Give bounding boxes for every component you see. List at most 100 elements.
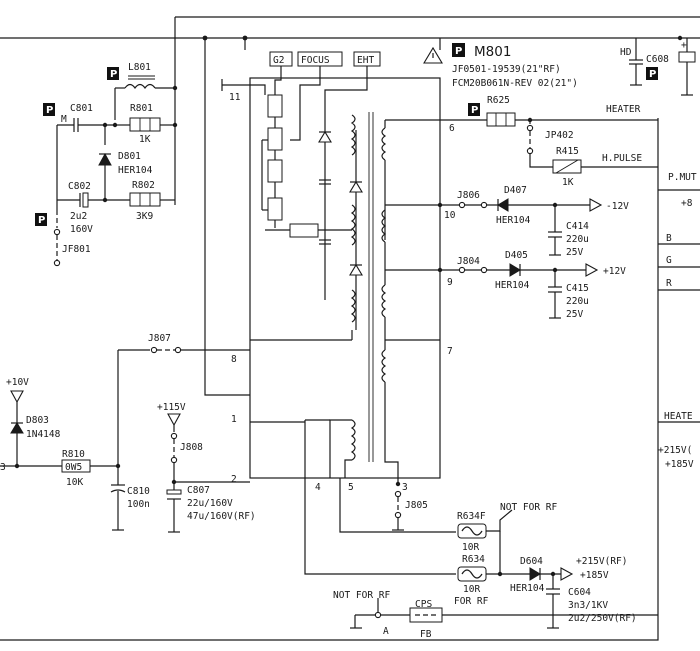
focus-pot: [267, 127, 283, 151]
plus12-label: +12V: [603, 266, 626, 277]
plus10-arrow: [10, 390, 24, 404]
hd-label: HD: [620, 47, 632, 58]
jf801-label: JF801: [62, 244, 91, 255]
focus-label: FOCUS: [301, 55, 330, 66]
d803-value: 1N4148: [26, 429, 61, 440]
not-for-rf-2: NOT FOR RF: [333, 590, 390, 601]
jp402-label: JP402: [545, 130, 574, 141]
d604-value: HER104: [510, 583, 545, 594]
c807-ref: C807: [187, 485, 210, 496]
frame-wires: [0, 16, 700, 641]
minus12-rail: J806 D407 HER104 -12V C414 220u 25V: [437, 185, 629, 258]
c802-value: 2u2: [70, 211, 87, 222]
d407-ref: D407: [504, 185, 527, 196]
b-net: B: [666, 233, 672, 244]
pin-8: 8: [231, 354, 237, 365]
hv-diode-1: [318, 130, 332, 143]
c415-ref: C415: [566, 283, 589, 294]
g2-label: G2: [273, 55, 284, 66]
d801-value: HER104: [118, 165, 153, 176]
r634-ref: R634: [462, 554, 485, 565]
j808-label: J808: [180, 442, 203, 453]
c810-value: 100n: [127, 499, 150, 510]
svg-text:P: P: [110, 69, 117, 80]
divider-resistor-2: [267, 159, 283, 183]
r810-ref: R810: [62, 449, 85, 460]
c414-ref: C414: [566, 221, 589, 232]
pin-7: 7: [447, 346, 453, 357]
d803-diode: [10, 422, 24, 434]
cps-ref: CPS: [415, 599, 432, 610]
r801-value: 1K: [139, 134, 151, 145]
eht-label: EHT: [357, 55, 374, 66]
c801-label: C801: [70, 103, 93, 114]
p-badge-c608: [646, 67, 658, 80]
l801-label: L801: [128, 62, 151, 73]
c414-rating: 25V: [566, 247, 583, 258]
d407-diode: [497, 198, 509, 212]
d801-ref: D801: [118, 151, 141, 162]
plus115-label: +115V: [157, 402, 186, 413]
c415-value: 220u: [566, 296, 589, 307]
c604-ref: C604: [568, 587, 591, 598]
fbt-module: G2 FOCUS EHT: [221, 51, 456, 493]
divider-resistor-1: [267, 94, 283, 118]
j804-label: J804: [457, 256, 480, 267]
c807-value: 22u/160V: [187, 498, 233, 509]
module-part-2: FCM20B061N-REV 02(21"): [452, 78, 578, 89]
r810-body: 0W5: [65, 462, 82, 473]
v215-partial: +215V(: [658, 445, 692, 456]
svg-text:P: P: [649, 69, 656, 80]
svg-text:P: P: [38, 215, 45, 226]
pin-2: 2: [231, 474, 237, 485]
minus12-arrow: [589, 198, 603, 212]
plus185-arrow: [560, 567, 574, 581]
r634-value: 10R: [463, 584, 480, 595]
r802-value: 3K9: [136, 211, 153, 222]
hpulse-net: H.PULSE: [602, 153, 642, 164]
node-a-label: A: [383, 626, 389, 637]
input-network: L801 P P M C801 R801 1K D801 HER104 C802: [35, 35, 248, 267]
bleeder-resistor: [289, 223, 319, 238]
r634f-ref: R634F: [457, 511, 486, 522]
minus12-label: -12V: [606, 201, 629, 212]
plus12-arrow: [585, 263, 599, 277]
g2-pot: [267, 197, 283, 221]
j807-label: J807: [148, 333, 171, 344]
r415-value: 1K: [562, 177, 574, 188]
p-badge-module: [452, 43, 465, 57]
plus12-coil: [381, 284, 387, 318]
c802-rating: 160V: [70, 224, 93, 235]
r415-ref: R415: [556, 146, 579, 157]
r634-note: FOR RF: [454, 596, 489, 607]
d604-diode: [529, 567, 541, 581]
plus215rf-label: +215V(RF): [576, 556, 627, 567]
d604-ref: D604: [520, 556, 543, 567]
r625-resistor: [486, 112, 516, 127]
bottom-network: J805 R634F 10R NOT FOR RF R634 10R FOR R…: [304, 478, 658, 640]
c415-rating: 25V: [566, 309, 583, 320]
primary-coil: [350, 419, 356, 461]
pin-9: 9: [447, 277, 453, 288]
d801-diode: [98, 152, 112, 166]
p-badge-l801: [107, 67, 119, 80]
hv-coil-1: [350, 114, 356, 156]
heater-net: HEATER: [606, 104, 641, 115]
l801-inductor: [124, 83, 156, 90]
svg-text:P: P: [46, 105, 53, 116]
r625-label: R625: [487, 95, 510, 106]
r802-ref: R802: [132, 180, 155, 191]
svg-text:P: P: [471, 105, 478, 116]
j805-label: J805: [405, 500, 428, 511]
low-side-network: J807 +10V D803 1N4148 3 R810 0W5 10K C81…: [0, 333, 250, 531]
module-title: P M801 JF0501-19539(21"RF) FCM20B061N-RE…: [423, 43, 578, 89]
module-ref: M801: [474, 44, 511, 60]
edge-net-3: 3: [0, 462, 6, 473]
v185-partial: +185V: [665, 459, 694, 470]
r802-resistor: [129, 192, 161, 207]
plus8-partial: +8: [681, 198, 693, 209]
plus12-rail: J804 D405 HER104 +12V C415 220u 25V: [437, 250, 626, 320]
svg-text:P: P: [455, 46, 462, 57]
heater-coil: [381, 127, 387, 161]
